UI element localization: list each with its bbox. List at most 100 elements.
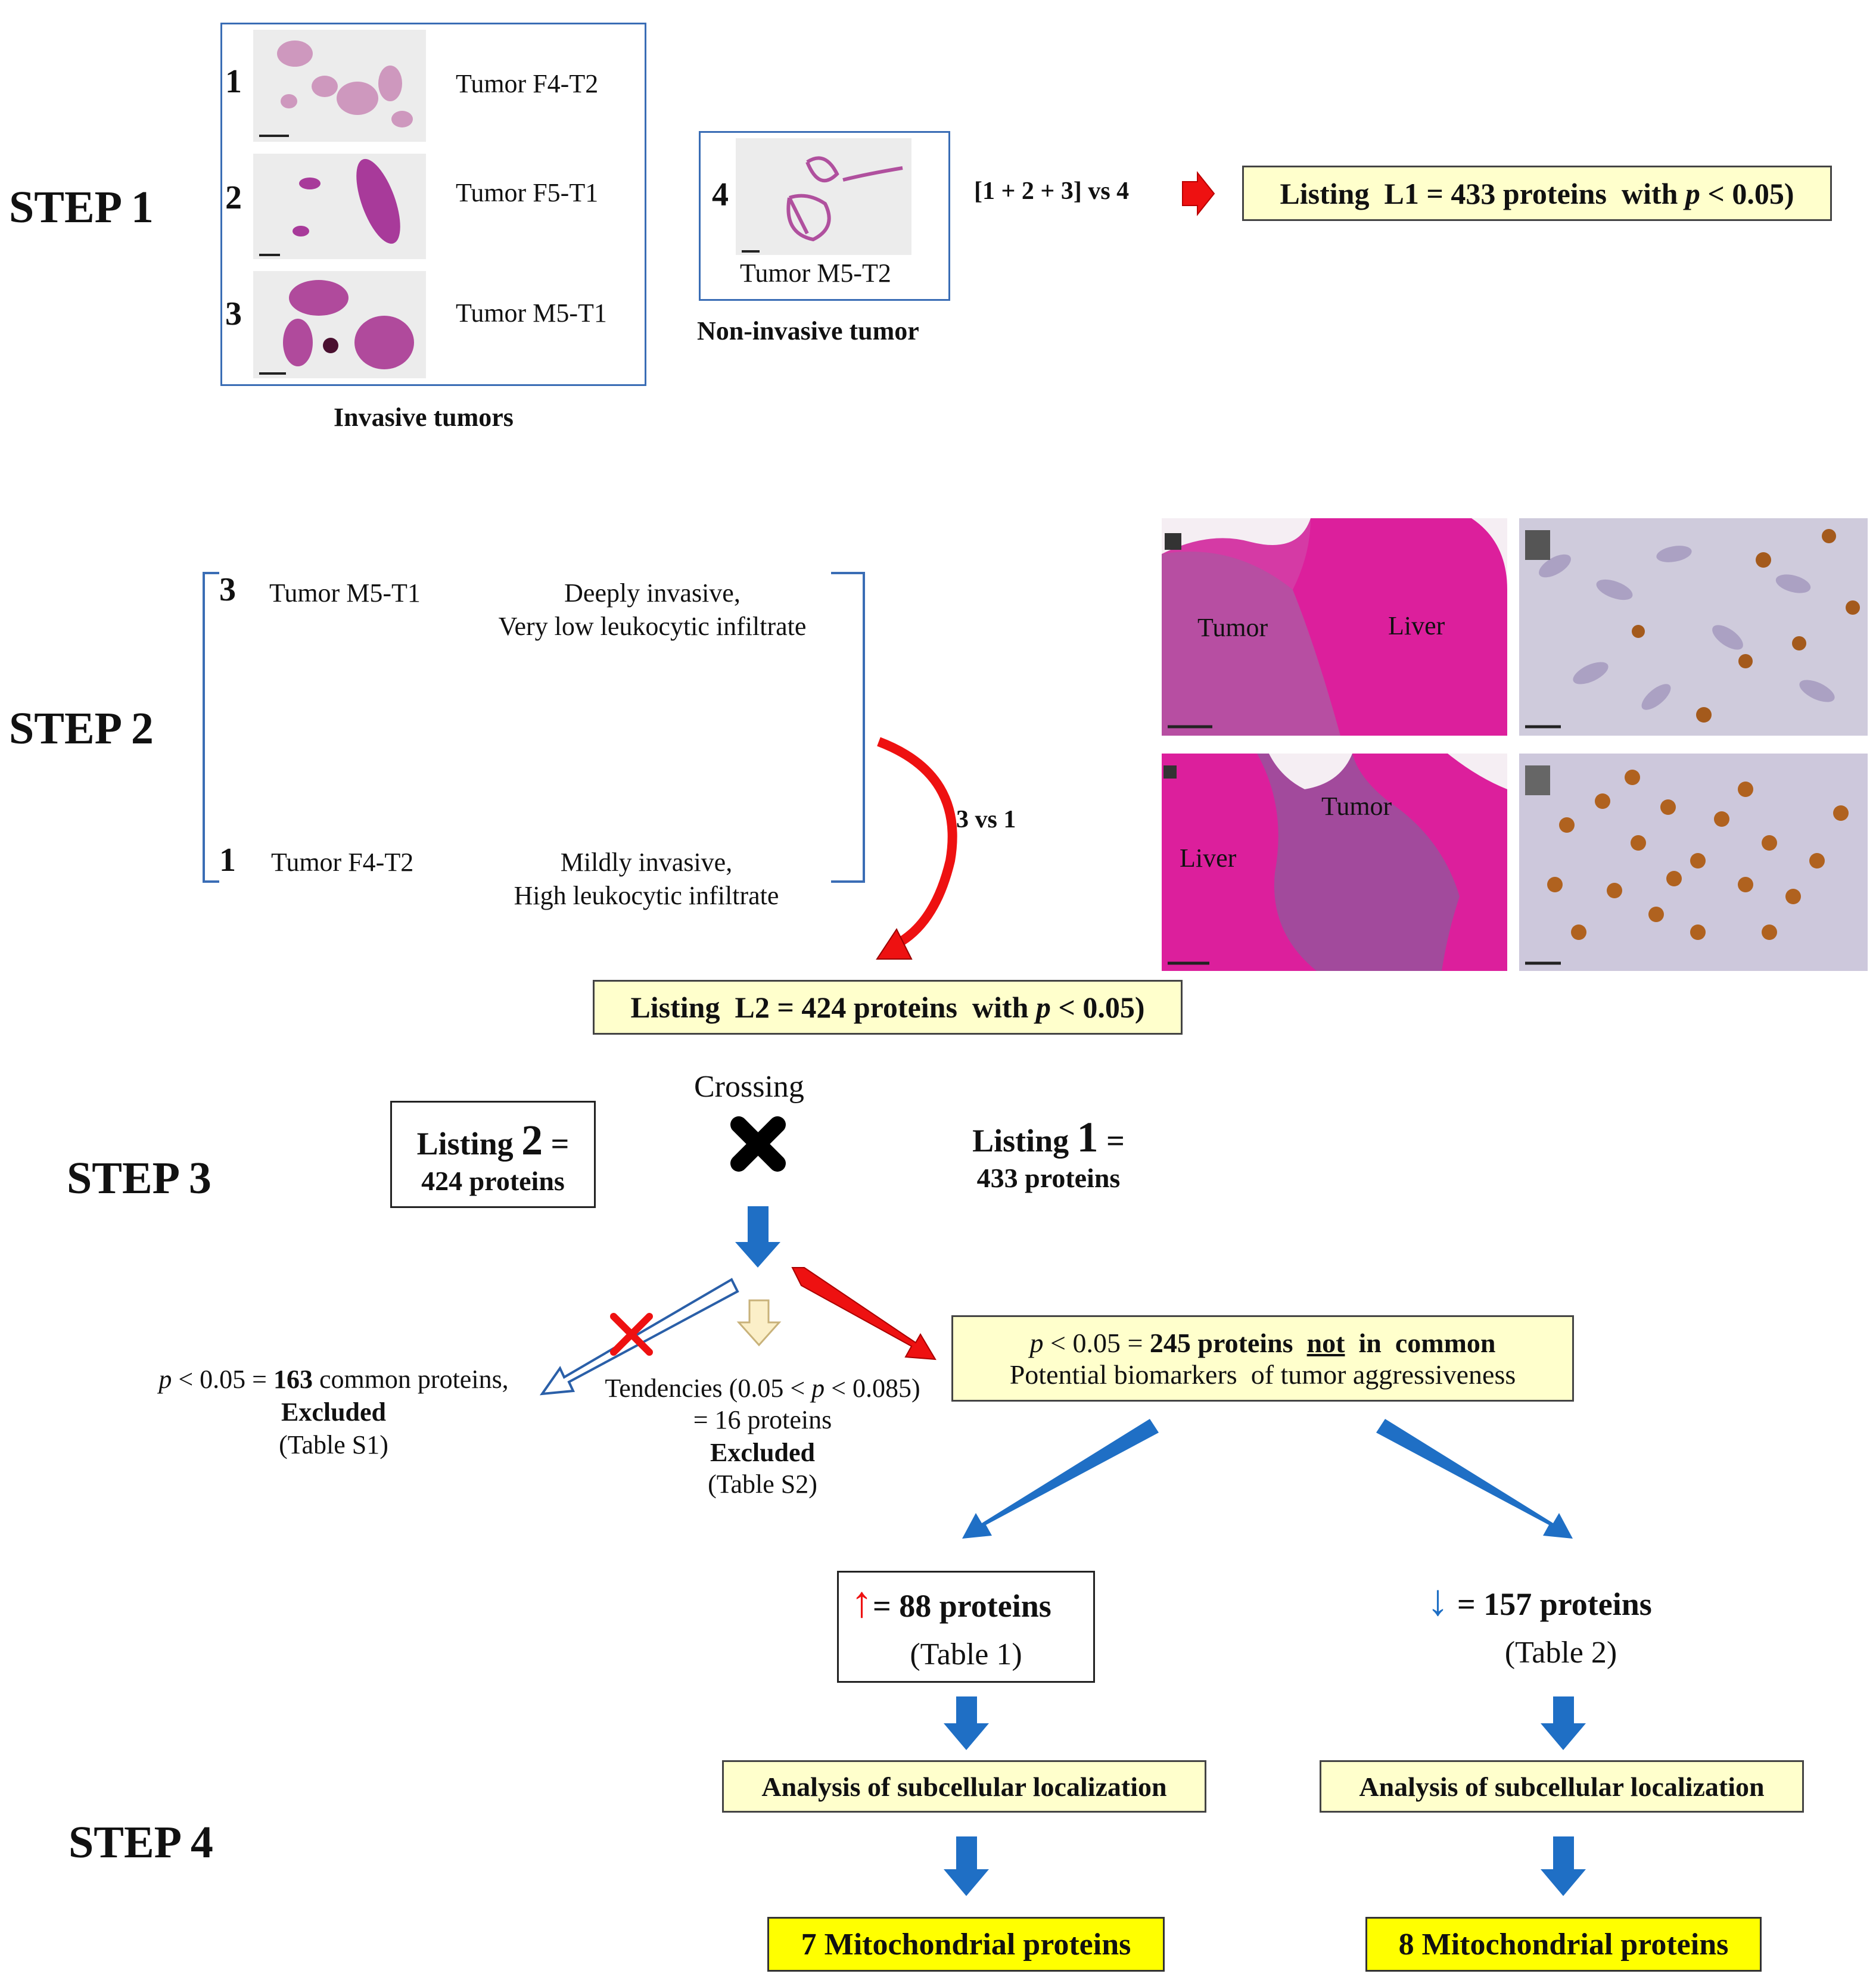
tendencies-table: (Table S2) [708, 1470, 817, 1499]
invasive-tumors-caption: Invasive tumors [334, 403, 514, 432]
liver-image-label-bottom: Liver [1180, 843, 1237, 873]
crossing-label: Crossing [694, 1070, 804, 1104]
tissue-slide-3 [253, 271, 426, 378]
up-count: = 88 proteins [873, 1588, 1051, 1624]
up-arrow-icon: ↑ [851, 1578, 873, 1627]
listing-l1-suffix: < 0.05) [1700, 176, 1794, 210]
tumor-number-1: 1 [225, 63, 242, 100]
tendencies-pre: Tendencies (0.05 < [605, 1374, 812, 1403]
listing1-suffix: = [1098, 1123, 1125, 1159]
listing2-sub: 424 proteins [421, 1166, 565, 1196]
blue-diagonal-arrow-left [962, 1419, 1159, 1539]
blue-down-arrow-left-2 [944, 1836, 989, 1896]
result-left-box: 7 Mitochondrial proteins [767, 1917, 1165, 1972]
tumor-number-3: 3 [225, 295, 242, 332]
tumor-number-4: 4 [712, 176, 729, 213]
analysis-right-box: Analysis of subcellular localization [1320, 1760, 1804, 1813]
step-2-label: STEP 2 [9, 703, 154, 754]
listing1-block: Listing 1 = 433 proteins [941, 1113, 1156, 1194]
step-1-label: STEP 1 [9, 182, 154, 232]
histology-he-top [1162, 518, 1507, 736]
noninvasive-tumor-caption: Non-invasive tumor [697, 316, 919, 345]
histology-he-bottom [1162, 754, 1507, 971]
tissue-slide-2 [253, 154, 426, 259]
listing-l1-prefix: Listing L1 = 433 proteins with [1280, 176, 1685, 210]
listing-l1-p: p [1685, 176, 1700, 210]
common-post: common proteins, [312, 1365, 509, 1394]
step-3-label: STEP 3 [67, 1153, 211, 1203]
step2-curved-arrow [877, 737, 957, 949]
step-4-label: STEP 4 [69, 1817, 213, 1867]
listing-l2-suffix: < 0.05) [1050, 991, 1145, 1024]
common-table: (Table S1) [279, 1430, 388, 1459]
step1-red-arrow [1182, 171, 1215, 216]
tumor-image-label-top: Tumor [1197, 613, 1268, 642]
row-desc-1a: Mildly invasive, [560, 848, 733, 877]
ihc-image-top [1519, 518, 1868, 736]
tumor-number-2: 2 [225, 179, 242, 216]
row-desc-1b: High leukocytic infiltrate [514, 881, 779, 910]
blue-down-arrow-crossing [735, 1206, 780, 1268]
blue-diagonal-arrow-right [1376, 1419, 1573, 1539]
tumor-label-2: Tumor F5-T1 [456, 178, 599, 207]
listing2-prefix: Listing [416, 1126, 522, 1162]
blue-down-arrow-right-1 [1541, 1696, 1586, 1750]
row-label-3: Tumor M5-T1 [269, 578, 421, 608]
notcommon-line2: Potential biomarkers of tumor aggressive… [1009, 1359, 1516, 1390]
tendencies-post: < 0.085) [825, 1374, 920, 1403]
crossing-x-icon [730, 1116, 786, 1172]
notcommon-tail: in common [1345, 1327, 1496, 1358]
tumor-label-1: Tumor F4-T2 [456, 69, 599, 98]
common-pre: < 0.05 = [172, 1365, 273, 1394]
listing2-box: Listing 2 = 424 proteins [390, 1101, 596, 1208]
not-in-common-box: p < 0.05 = 245 proteins not in common Po… [951, 1315, 1574, 1402]
row-desc-3b: Very low leukocytic infiltrate [498, 612, 807, 641]
comparison-1234: [1 + 2 + 3] vs 4 [974, 178, 1130, 205]
common-excluded: Excluded [281, 1397, 387, 1427]
down-count: = 157 proteins [1457, 1586, 1652, 1622]
liver-image-label-top: Liver [1388, 611, 1445, 640]
listing-l2-box: Listing L2 = 424 proteins with p < 0.05) [593, 980, 1183, 1035]
tissue-slide-4 [736, 138, 911, 255]
notcommon-bold: 245 proteins [1149, 1327, 1307, 1358]
row-label-1: Tumor F4-T2 [271, 848, 414, 877]
result-right-box: 8 Mitochondrial proteins [1365, 1917, 1762, 1972]
tendencies-text: Tendencies (0.05 < p < 0.085) [590, 1373, 935, 1403]
row-number-3: 3 [219, 571, 236, 608]
tendencies-p: p [811, 1374, 825, 1403]
up-table: (Table 1) [910, 1638, 1022, 1671]
tendencies-excluded: Excluded [710, 1438, 816, 1467]
tumor-label-4: Tumor M5-T2 [740, 259, 891, 288]
downregulated-block: ↓= 157 proteins [1427, 1576, 1652, 1626]
listing-l2-prefix: Listing L2 = 424 proteins with [630, 991, 1036, 1024]
blue-down-arrow-left-1 [944, 1696, 989, 1750]
notcommon-p: p [1029, 1327, 1044, 1358]
common-count: 163 [273, 1365, 313, 1394]
listing1-big: 1 [1077, 1113, 1099, 1161]
noninvasive-tumor-box [699, 131, 950, 301]
listing-l2-p: p [1035, 991, 1051, 1024]
down-arrow-icon: ↓ [1427, 1576, 1449, 1625]
tendencies-beige-arrow [736, 1299, 782, 1347]
notcommon-not: not [1306, 1327, 1345, 1358]
invasive-tumors-box [220, 23, 646, 386]
down-table: (Table 2) [1504, 1636, 1617, 1670]
listing-l1-box: Listing L1 = 433 proteins with p < 0.05) [1242, 166, 1832, 221]
listing2-big: 2 [521, 1116, 543, 1164]
notcommon-pre: < 0.05 = [1043, 1327, 1150, 1358]
listing2-suffix: = [543, 1126, 570, 1162]
common-proteins-text: p < 0.05 = 163 common proteins, [137, 1364, 530, 1394]
tendencies-count: = 16 proteins [693, 1405, 832, 1434]
row-number-1: 1 [219, 842, 236, 879]
common-p: p [158, 1365, 172, 1394]
comparison-3-vs-1: 3 vs 1 [956, 806, 1016, 833]
tissue-slide-1 [253, 30, 426, 142]
tumor-image-label-bottom: Tumor [1321, 792, 1392, 821]
analysis-left-box: Analysis of subcellular localization [722, 1760, 1206, 1813]
row-desc-3a: Deeply invasive, [564, 578, 741, 608]
red-x-icon [610, 1313, 653, 1356]
tumor-label-3: Tumor M5-T1 [456, 298, 607, 328]
upregulated-box: ↑= 88 proteins (Table 1) [837, 1571, 1095, 1683]
listing1-sub: 433 proteins [976, 1163, 1121, 1193]
blue-down-arrow-right-2 [1541, 1836, 1586, 1896]
